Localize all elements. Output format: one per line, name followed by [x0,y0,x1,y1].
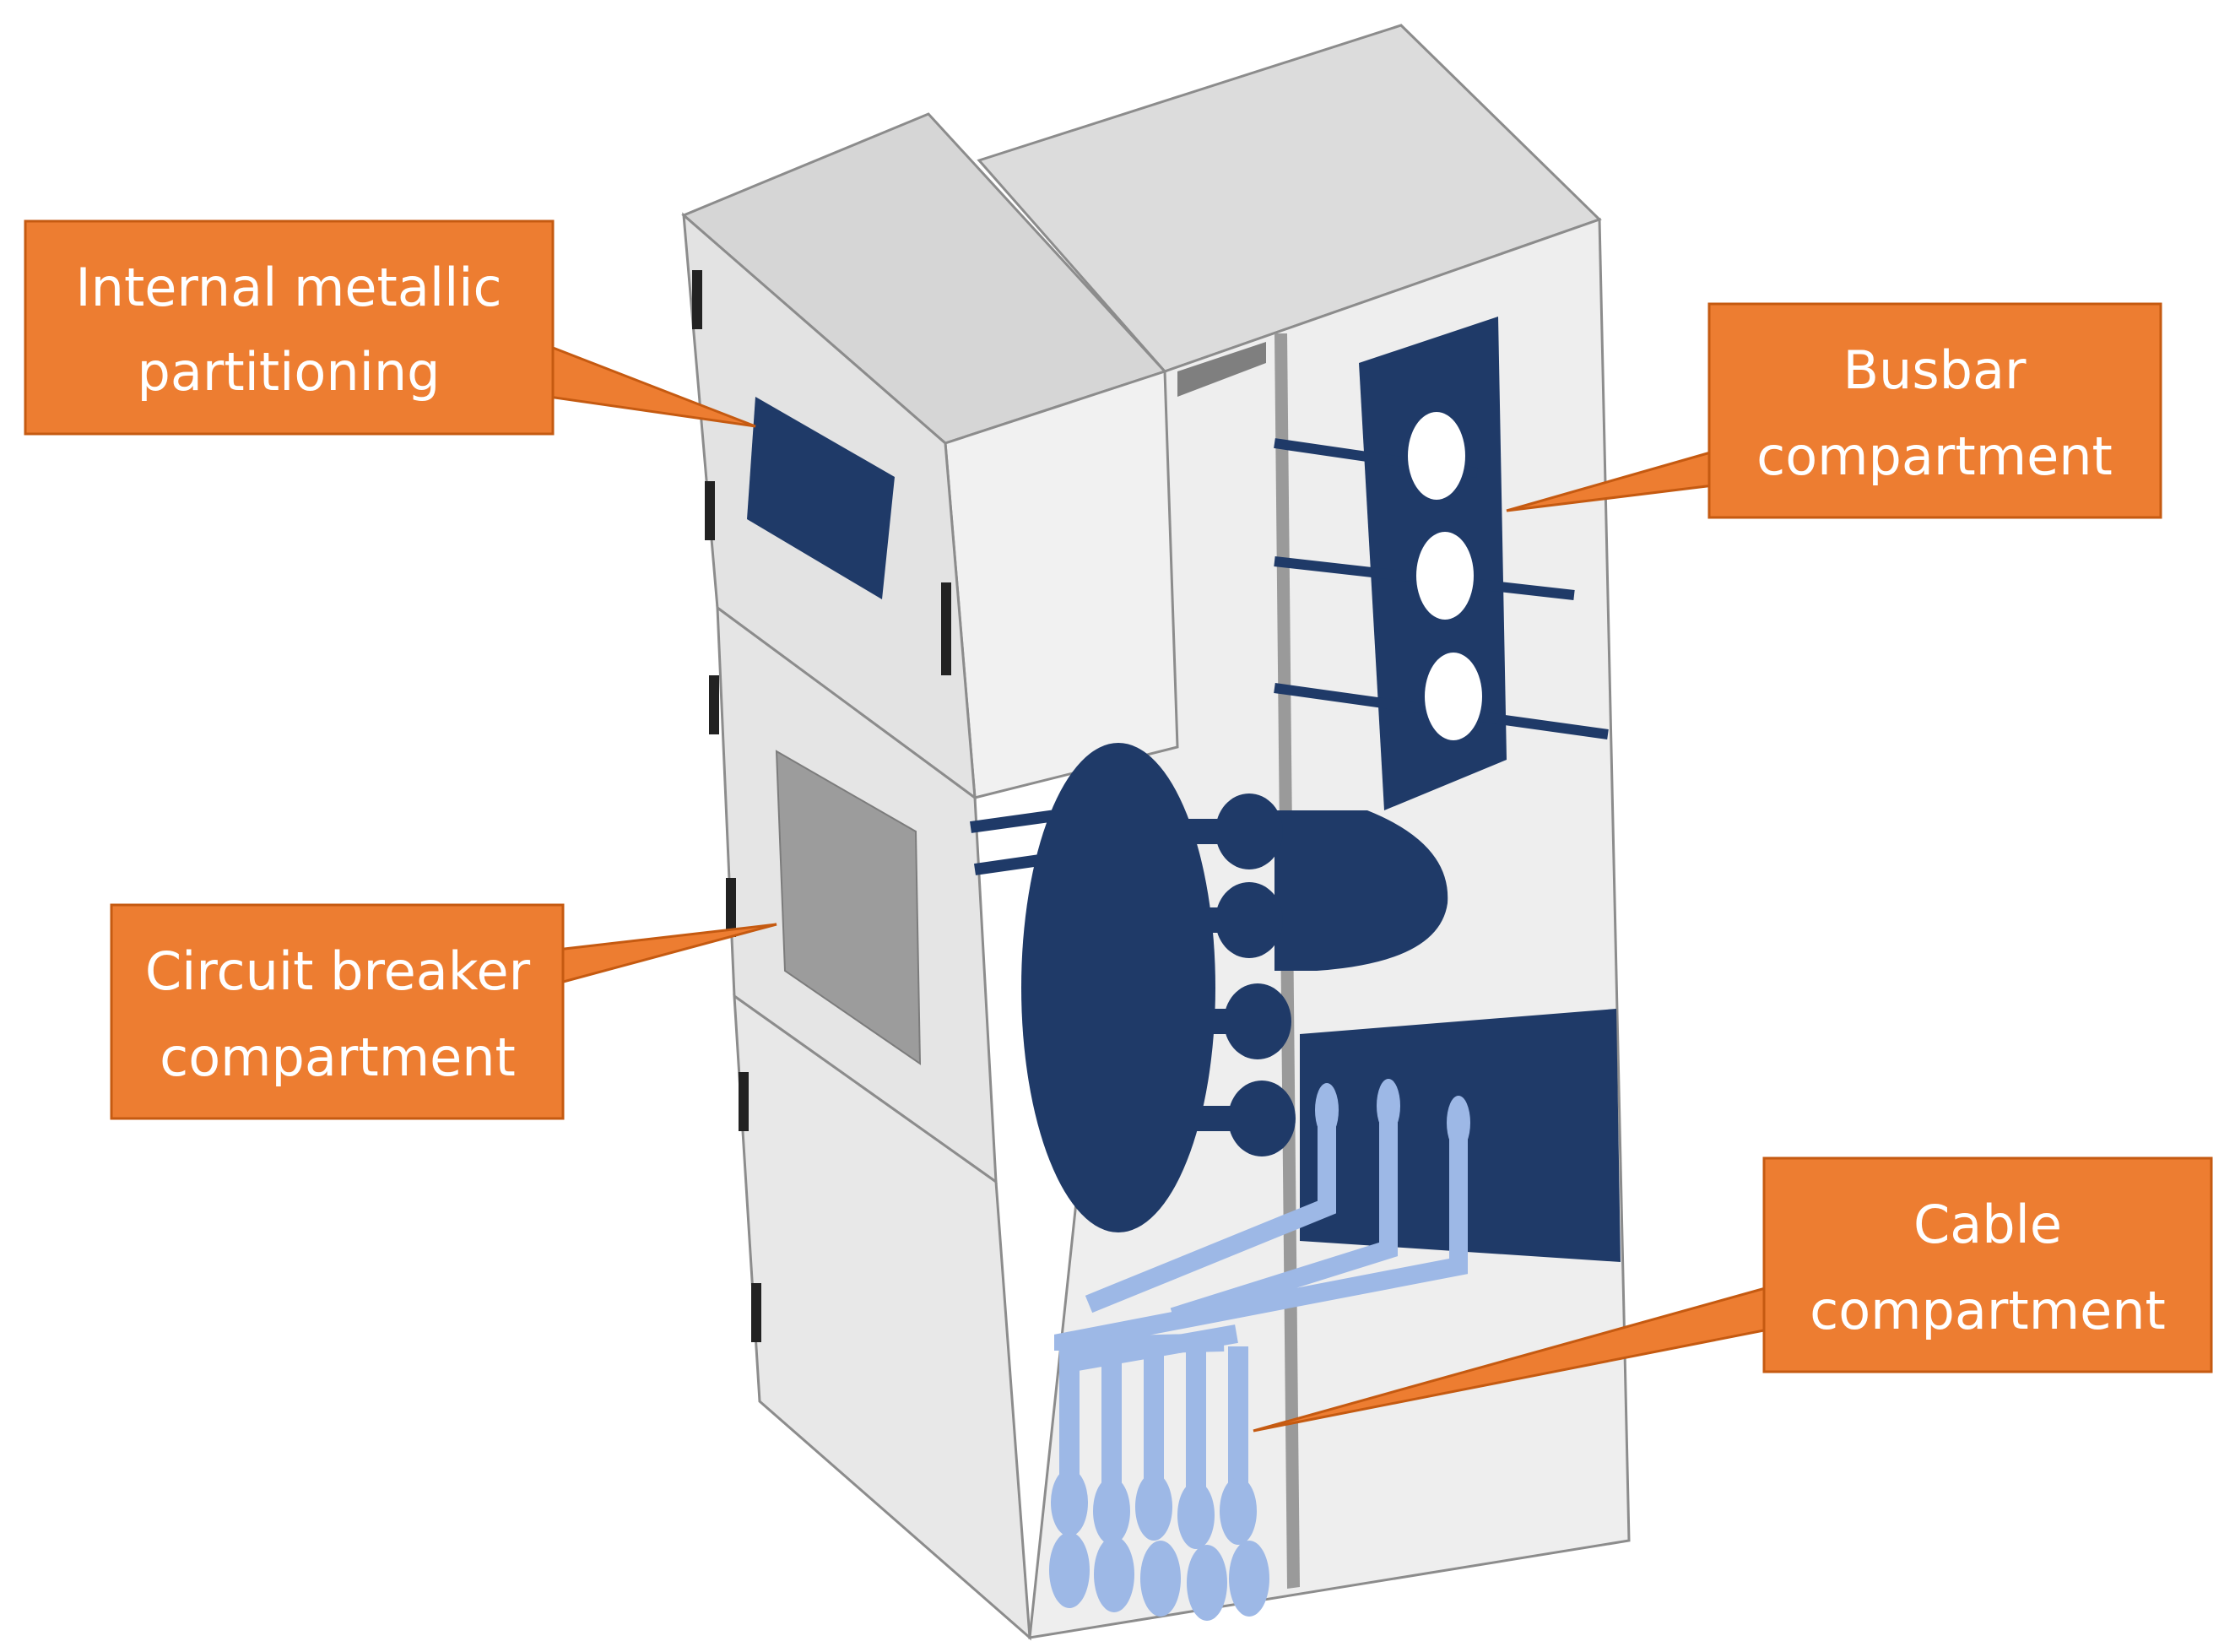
cabinet-top-side [944,369,1179,799]
callout-line-1: Internal metallic [75,257,501,318]
hinge [941,582,951,675]
callout-line-2: compartment [1810,1280,2166,1341]
cable-assembly [1049,1009,1621,1621]
callout-line-1: Busbar [1843,339,2027,401]
busbar-hole [1408,412,1465,500]
callout-busbar-compartment: Busbar compartment [1506,302,2162,519]
cabinet-gap-shade [1177,342,1266,397]
cable-drops [1049,1346,1269,1621]
busbar-hole [1425,653,1482,740]
breaker-housing [1274,810,1448,971]
busbar-assembly [1274,317,1609,810]
callout-cable-compartment: Cable compartment [1253,1156,2213,1433]
hinge [751,1283,761,1342]
front-panel-bottom [733,993,1031,1641]
callout-box [1707,302,2162,519]
callout-line-2: compartment [1756,425,2113,487]
callout-line-2: compartment [160,1026,516,1088]
circuit-breaker-assembly [970,743,1448,1232]
busbar-hole [1416,532,1474,620]
callout-line-1: Circuit breaker [145,940,531,1002]
callout-line-1: Cable [1913,1194,2062,1255]
hinge [692,270,702,329]
breaker-arm [1156,819,1249,844]
callout-box [24,219,555,436]
hinge [709,675,719,734]
hinge [705,481,715,540]
callout-box [110,903,565,1120]
hinge [726,878,736,937]
breaker-window [775,750,922,1065]
partition-window [747,397,895,599]
callout-internal-metallic-partitioning: Internal metallic partitioning [24,219,756,436]
breaker-arm [1156,1106,1262,1131]
callout-circuit-breaker-compartment: Circuit breaker compartment [110,903,777,1120]
cable-run [1058,1324,1238,1373]
breaker-body [1021,743,1215,1232]
callout-line-2: partitioning [137,341,440,403]
breaker-arm [1156,907,1249,933]
hinge [739,1072,749,1131]
callout-box [1762,1156,2213,1373]
cable-terminal [1377,1079,1400,1133]
breaker-arm [1156,1009,1258,1034]
